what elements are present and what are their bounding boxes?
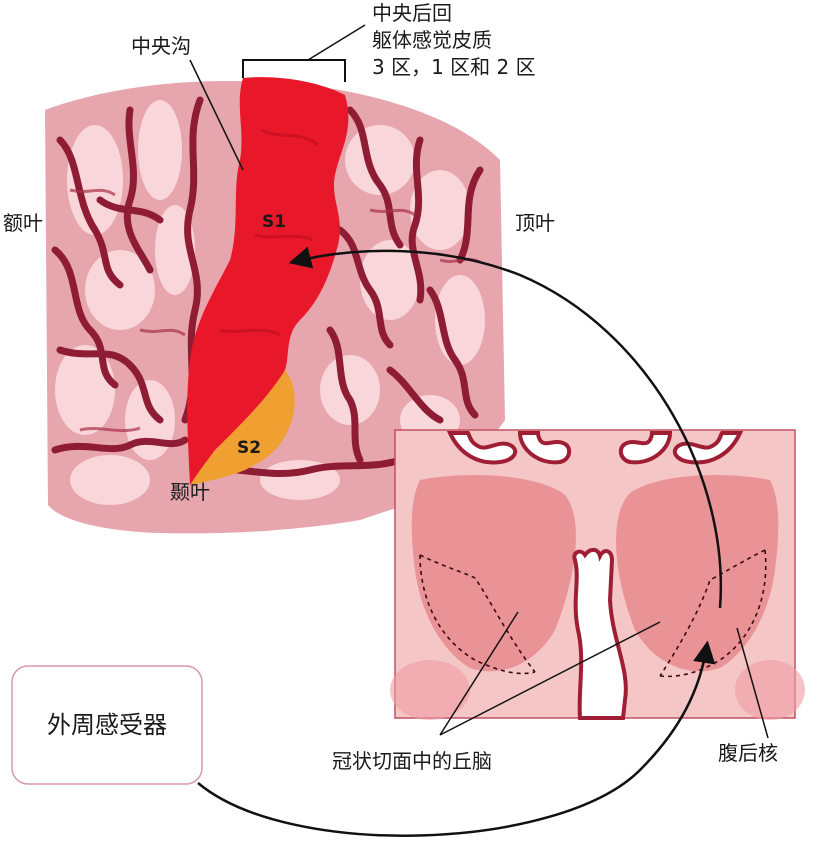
thalamus-leader-right: [439, 621, 661, 736]
s1-region: [187, 77, 349, 485]
label-parietal-lobe: 顶叶: [515, 211, 555, 235]
vpl-leader: [736, 627, 769, 739]
central-sulcus-leader: [189, 59, 244, 171]
thalamus-to-s1-arrow: [288, 246, 723, 609]
thalamus-section: [390, 429, 805, 720]
label-postcentral-line1: 中央后回: [372, 1, 452, 25]
thalamus-leader-left: [439, 611, 519, 736]
label-central-sulcus: 中央沟: [131, 34, 191, 58]
peripheral-receptor-box: [11, 665, 203, 785]
label-frontal-lobe: 额叶: [3, 211, 43, 235]
receptor-to-thalamus-arrow: [197, 640, 716, 837]
label-postcentral-line3: 3 区，1 区和 2 区: [372, 55, 536, 79]
postcentral-leader: [307, 24, 366, 61]
label-s2: S2: [237, 438, 261, 458]
label-temporal-lobe: 颞叶: [170, 480, 210, 504]
label-peripheral-receptors: 外周感受器: [47, 711, 167, 739]
postcentral-bracket: [242, 59, 346, 82]
s2-region: [190, 370, 295, 485]
label-vpl-nucleus: 腹后核: [718, 741, 778, 765]
label-postcentral-line2: 躯体感觉皮质: [372, 28, 492, 52]
label-s1: S1: [262, 212, 286, 232]
label-thalamus-coronal: 冠状切面中的丘脑: [332, 749, 492, 773]
